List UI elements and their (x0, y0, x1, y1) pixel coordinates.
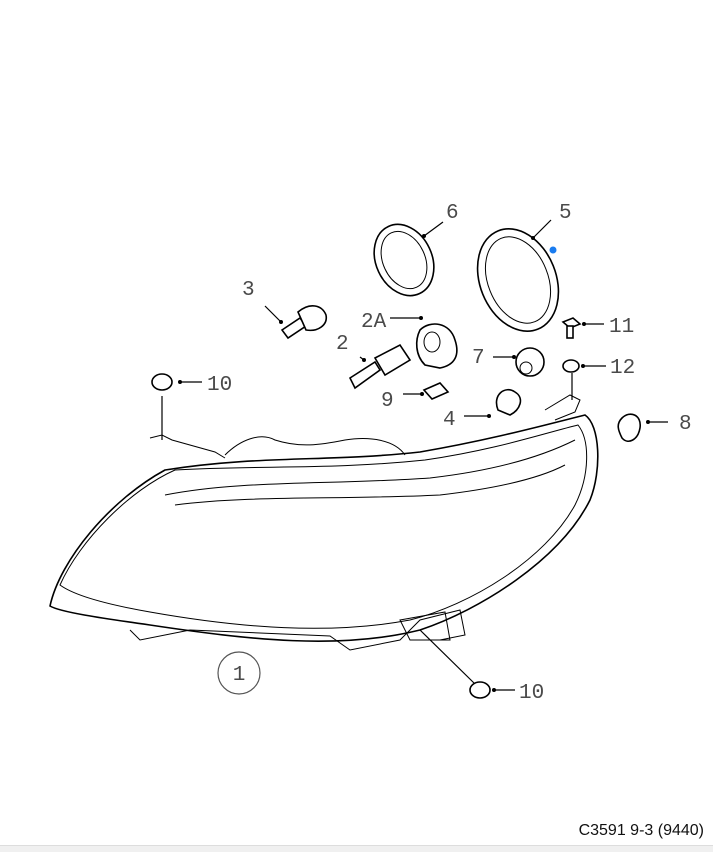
part-10-screw-top[interactable] (151, 373, 202, 391)
part-10-screw-bottom[interactable] (419, 629, 515, 699)
callout-12: 12 (610, 357, 635, 380)
part-2-bulb[interactable] (348, 343, 412, 390)
part-11-screw[interactable] (561, 317, 604, 339)
callout-10-bottom: 10 (519, 682, 544, 705)
diagram-reference-code: C3591 9-3 (9440) (578, 822, 704, 839)
callout-8: 8 (679, 413, 692, 436)
part-7-bulb-holder[interactable] (493, 347, 545, 377)
part-9-clip[interactable] (403, 382, 450, 400)
callout-1-circle (217, 651, 261, 695)
callout-11: 11 (609, 316, 634, 339)
callout-1: 1 (233, 664, 246, 687)
headlamp-assembly[interactable] (49, 373, 599, 651)
part-5-cover-ring[interactable] (463, 217, 573, 344)
callout-6: 6 (446, 202, 459, 225)
callout-4: 4 (443, 409, 456, 432)
callout-2: 2 (336, 333, 349, 356)
callout-9: 9 (381, 390, 394, 413)
callout-5: 5 (559, 202, 572, 225)
callout-2a: 2A (361, 311, 387, 334)
callout-7: 7 (472, 347, 485, 370)
part-3-bulb[interactable] (264, 305, 328, 340)
blue-marker-dot (549, 246, 557, 254)
part-2a-socket[interactable] (390, 316, 458, 369)
bottom-strip (0, 845, 713, 852)
part-8-clip[interactable] (617, 413, 668, 442)
part-12-clip-nut[interactable] (562, 359, 606, 373)
callout-3: 3 (242, 279, 255, 302)
part-6-cover-ring[interactable] (363, 215, 445, 306)
part-4-bulb[interactable] (464, 388, 522, 418)
callout-10-top: 10 (207, 374, 232, 397)
